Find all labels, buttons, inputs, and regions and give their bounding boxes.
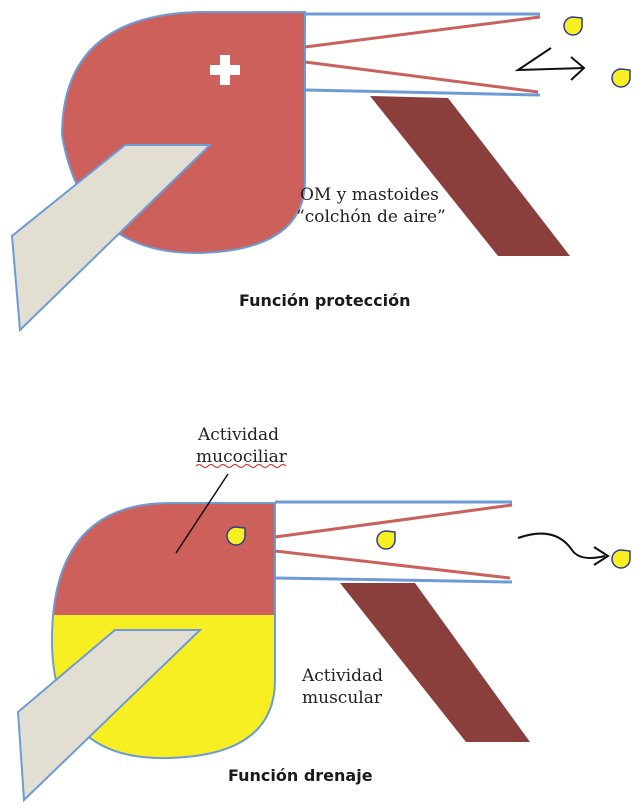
drop-icon: [377, 531, 395, 549]
drainage-panel: Actividad mucociliar Actividad muscular …: [18, 425, 630, 800]
muscular-label-line2: muscular: [302, 688, 383, 708]
air-cushion-label-line1: OM y mastoides: [300, 185, 439, 205]
mucociliary-label-line1: Actividad: [197, 425, 279, 445]
tube-lower-wall: [275, 578, 512, 582]
middle-ear-air: [40, 495, 290, 615]
air-cushion-label-line2: “colchón de aire”: [296, 207, 446, 227]
muscular-label-line1: Actividad: [301, 666, 383, 686]
protection-panel: OM y mastoides “colchón de aire” Función…: [12, 12, 630, 330]
drop-icon: [612, 550, 630, 568]
tube-inner-line-bottom: [275, 551, 510, 578]
tube-inner-line-top: [305, 17, 540, 47]
tube-inner-line-bottom: [305, 62, 538, 92]
muscle-band: [340, 583, 530, 742]
mucociliary-label-line2: mucociliar: [196, 447, 288, 467]
drop-icon: [227, 527, 245, 545]
tube-lower-wall: [305, 90, 540, 95]
drop-icon: [564, 17, 582, 35]
drainage-arrow: [518, 534, 608, 565]
airflow-arrow: [518, 48, 584, 80]
protection-caption: Función protección: [239, 291, 411, 310]
drainage-caption: Función drenaje: [228, 766, 373, 785]
drop-icon: [612, 69, 630, 87]
muscle-band: [370, 96, 570, 256]
